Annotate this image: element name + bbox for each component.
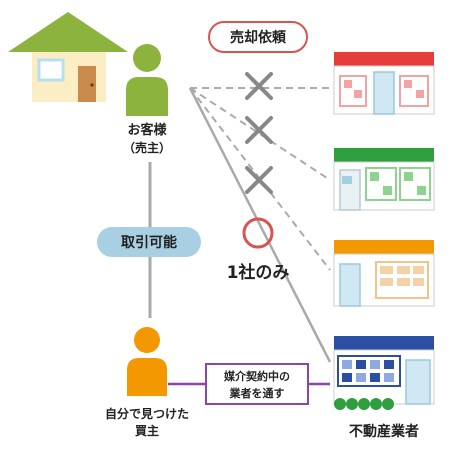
cross-icon bbox=[245, 72, 273, 100]
store-icon-green bbox=[333, 148, 435, 211]
buyer-label-line2: 買主 bbox=[135, 423, 159, 438]
solid-line-store-4 bbox=[188, 87, 332, 363]
cross-icon bbox=[245, 166, 273, 194]
via-agent-label-line2: 業者を通す bbox=[229, 386, 285, 400]
tradable-badge: 取引可能 bbox=[97, 227, 201, 257]
dashed-line-store-2 bbox=[189, 87, 331, 181]
sale-request-badge: 売却依頼 bbox=[208, 21, 308, 53]
tradable-label: 取引可能 bbox=[121, 234, 177, 251]
store-icon-red bbox=[333, 52, 435, 115]
real-estate-agents-label: 不動産業者 bbox=[349, 423, 419, 440]
via-agent-label-line1: 媒介契約中の bbox=[223, 369, 290, 383]
circle-icon bbox=[242, 217, 274, 249]
store-icon-orange bbox=[333, 240, 435, 307]
sale-request-label: 売却依頼 bbox=[230, 29, 287, 46]
one-company-only-label: 1社のみ bbox=[227, 262, 290, 283]
customer-sub-label: （売主） bbox=[123, 140, 171, 155]
cross-icon bbox=[245, 116, 273, 144]
house-icon bbox=[8, 12, 128, 102]
customer-person-icon bbox=[126, 44, 168, 116]
connection-lines bbox=[148, 87, 332, 363]
via-agent-box: 媒介契約中の 業者を通す bbox=[205, 363, 309, 405]
buyer-label-line1: 自分で見つけた bbox=[105, 406, 189, 421]
customer-label: お客様 bbox=[127, 122, 167, 138]
store-icon-blue bbox=[333, 336, 435, 410]
buyer-person-icon bbox=[127, 327, 167, 396]
